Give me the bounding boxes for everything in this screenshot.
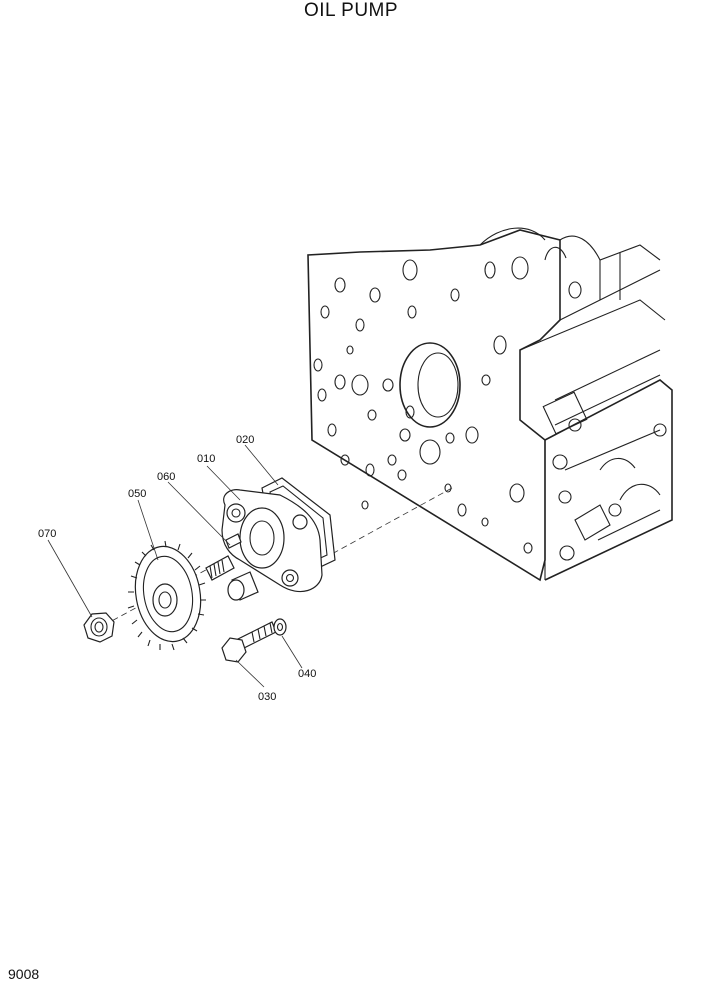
callout-040: 040: [298, 668, 316, 680]
callout-050: 050: [128, 488, 146, 500]
engine-block: [307, 227, 673, 582]
callout-060: 060: [157, 471, 175, 483]
callout-010: 010: [197, 453, 215, 465]
washer-040: [273, 618, 287, 636]
oil-pump-body-010: [205, 489, 323, 601]
page-number: 9008: [8, 966, 40, 982]
mounting-axis-line: [329, 487, 453, 556]
callout-020: 020: [236, 434, 254, 446]
callout-030: 030: [258, 691, 276, 703]
nut-070: [83, 612, 115, 643]
bolt-030: [221, 621, 277, 663]
page-title: OIL PUMP: [303, 0, 399, 21]
drive-gear-050: [127, 540, 206, 651]
leader-lines: [47, 444, 303, 688]
callout-070: 070: [38, 528, 56, 540]
